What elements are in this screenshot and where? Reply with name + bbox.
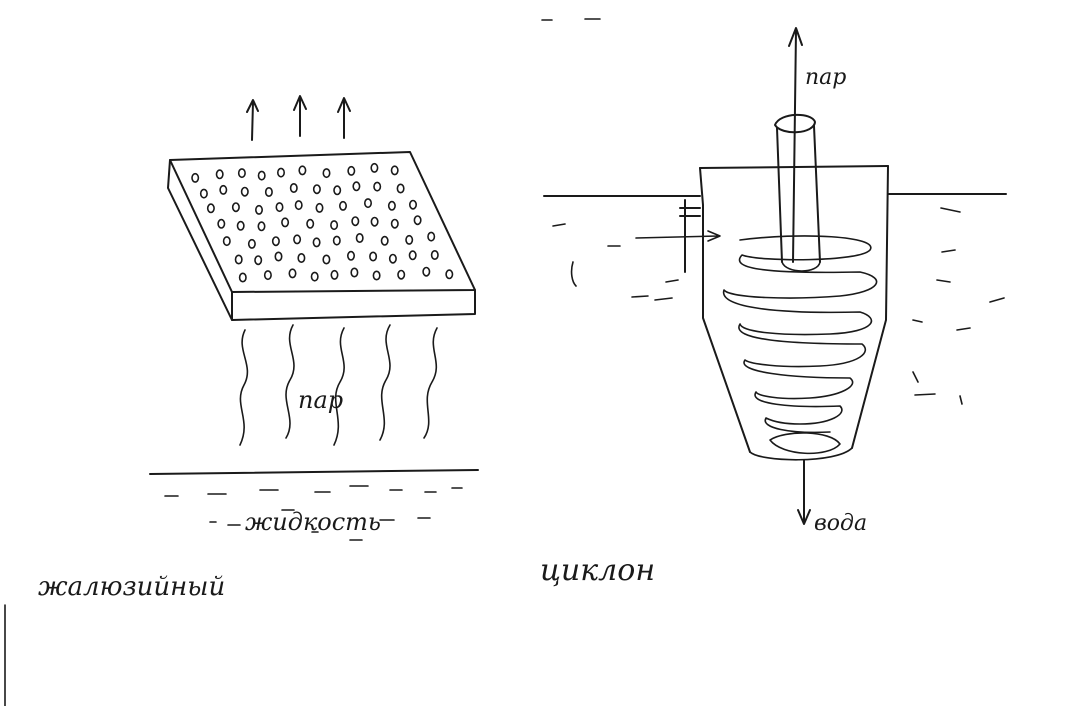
plate-hole	[312, 237, 321, 248]
plate-hole	[257, 221, 266, 232]
plate-hole	[397, 269, 406, 280]
plate-hole	[387, 200, 396, 211]
plate-hole	[264, 187, 273, 198]
louvre-separator: пар жидкость жалюзийный	[38, 95, 479, 602]
plate-hole	[281, 217, 290, 228]
plate-hole	[380, 235, 389, 246]
plate-hole	[330, 269, 339, 280]
plate-hole	[351, 216, 360, 227]
plate-hole	[330, 220, 339, 231]
cyclone-vessel	[699, 165, 889, 461]
plate-hole	[294, 200, 303, 211]
plate-hole	[396, 183, 405, 194]
perforated-plate	[167, 151, 476, 321]
cyclone-water-label: вода	[814, 511, 867, 536]
plate-hole	[276, 167, 285, 178]
plate-hole	[430, 250, 439, 261]
plate-hole	[236, 220, 245, 231]
plate-hole	[240, 186, 249, 197]
plate-hole	[373, 181, 382, 192]
plate-hole	[322, 168, 331, 179]
plate-hole	[238, 272, 247, 283]
plate-hole	[255, 204, 264, 215]
plate-hole	[206, 203, 215, 214]
plate-hole	[427, 231, 436, 242]
plate-hole	[306, 218, 315, 229]
plate-hole	[234, 254, 243, 265]
plate-hole	[237, 168, 246, 179]
plate-hole	[275, 202, 284, 213]
plate-hole	[217, 218, 226, 229]
plate-hole	[346, 250, 355, 261]
plate-hole	[322, 254, 331, 265]
plate-hole	[222, 236, 231, 247]
plate-hole	[199, 188, 208, 199]
plate-hole	[315, 202, 324, 213]
plate-hole	[257, 170, 266, 181]
plate-hole	[191, 172, 200, 183]
plate-hole	[350, 267, 359, 278]
plate-hole	[408, 199, 417, 210]
plate-hole	[370, 216, 379, 227]
cyclone-liquid-dashes	[552, 207, 1005, 405]
plate-hole	[422, 266, 431, 277]
liquid-dashes	[164, 485, 463, 541]
cyclone-separator: пар вода	[540, 18, 1007, 588]
plate-hole	[369, 251, 378, 262]
plate-hole	[215, 169, 224, 180]
plate-hole	[390, 165, 399, 176]
louvre-liquid-label: жидкость	[245, 508, 381, 536]
plate-hole	[332, 235, 341, 246]
louvre-caption: жалюзийный	[38, 572, 225, 602]
plate-hole	[445, 269, 454, 280]
vapor-wavy-lines	[239, 324, 438, 446]
liquid-surface-line	[149, 469, 479, 475]
vapor-outlet-pipe	[774, 113, 821, 272]
plate-hole	[263, 270, 272, 281]
plate-holes	[191, 162, 454, 283]
plate-hole	[372, 270, 381, 281]
plate-hole	[289, 183, 298, 194]
plate-hole	[408, 250, 417, 261]
upward-arrows-icon	[246, 95, 351, 141]
plate-hole	[231, 202, 240, 213]
plate-hole	[388, 253, 397, 264]
spiral-flow	[723, 235, 878, 434]
plate-hole	[219, 184, 228, 195]
plate-hole	[338, 200, 347, 211]
plate-hole	[271, 236, 280, 247]
plate-hole	[274, 251, 283, 262]
plate-hole	[288, 268, 297, 279]
plate-hole	[297, 253, 306, 264]
plate-hole	[310, 271, 319, 282]
plate-hole	[298, 165, 307, 176]
plate-hole	[293, 234, 302, 245]
plate-hole	[352, 181, 361, 192]
cyclone-vapor-label: пар	[805, 65, 846, 90]
plate-hole	[363, 198, 372, 209]
inlet-nozzle	[635, 199, 721, 273]
cyclone-caption: циклон	[540, 553, 655, 588]
plate-hole	[247, 238, 256, 249]
plate-hole	[405, 234, 414, 245]
plate-hole	[355, 233, 364, 244]
plate-hole	[347, 165, 356, 176]
water-outlet-arrow-icon	[797, 459, 811, 525]
plate-hole	[370, 162, 379, 173]
vapor-outlet-arrow-icon	[788, 27, 803, 263]
plate-hole	[333, 185, 342, 196]
plate-hole	[254, 255, 263, 266]
plate-hole	[413, 215, 422, 226]
plate-hole	[312, 184, 321, 195]
louvre-vapor-label: пар	[298, 386, 343, 414]
plate-hole	[390, 218, 399, 229]
